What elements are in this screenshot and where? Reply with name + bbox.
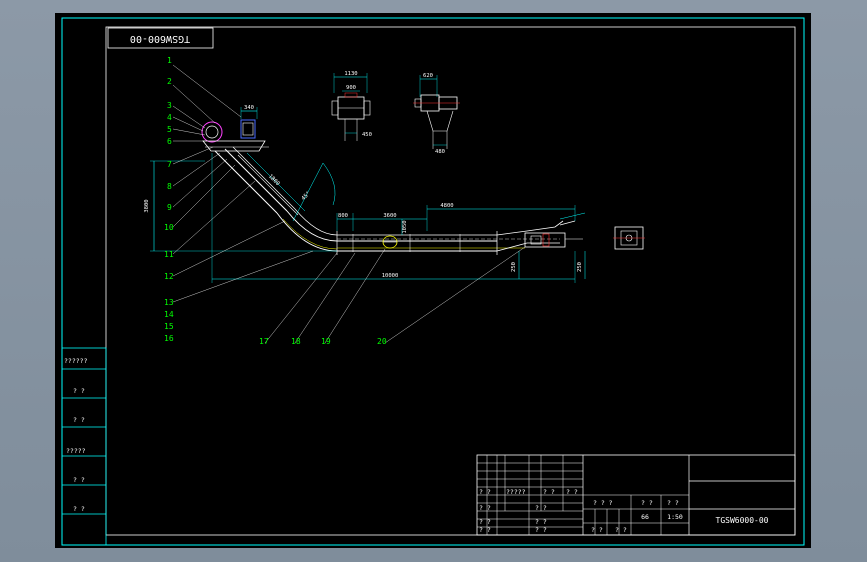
dimension-lines: 3800 340 1800 45° 800 3600 4800 1050 100… [144, 105, 586, 283]
part-label-17: 17 [259, 337, 269, 346]
part-label-18: 18 [291, 337, 301, 346]
dim-height: 3800 [144, 199, 150, 212]
tb-row-a-1: ? ? [479, 504, 491, 512]
part-label-13: 13 [164, 298, 174, 307]
drawing-code-rotated: TGSW600-00 [130, 33, 190, 44]
tb-drawing-code: TGSW6000-00 [716, 516, 769, 525]
part-label-7: 7 [167, 160, 172, 169]
tb-row-b-2: ? ? [535, 518, 547, 526]
part-label-20: 20 [377, 337, 387, 346]
dim-vert-2: 250 [577, 262, 583, 272]
dim-horiz-2: 3600 [383, 213, 396, 219]
tb-row-a-3: ? ? [479, 526, 491, 534]
left-panel-text-1: ?????? [64, 357, 88, 365]
part-label-3: 3 [167, 101, 172, 110]
dim-sec1-top: 1130 [344, 71, 357, 77]
dim-sec1-mid: 900 [346, 85, 356, 91]
dim-horiz-1: 800 [338, 213, 348, 219]
dim-sec1-side: 450 [362, 132, 372, 138]
dim-total-bottom: 10000 [382, 273, 399, 279]
dim-vert-1: 250 [511, 262, 517, 272]
part-label-1: 1 [167, 56, 172, 65]
tb-mid-label-1: ? ? ? [593, 499, 613, 507]
tb-row-b-3: ? ? [535, 526, 547, 534]
tb-row-label-4: ? ? [566, 488, 578, 496]
left-panel-text-5: ? ? [73, 476, 85, 484]
tb-scale-row-1: ? ? [591, 526, 603, 534]
inner-frame [105, 26, 796, 536]
tb-row-label-2: ????? [506, 488, 526, 496]
part-label-10: 10 [164, 223, 174, 232]
dim-angle: 45° [301, 191, 312, 202]
tb-mid-label-3: ? ? [667, 499, 679, 507]
part-label-9: 9 [167, 203, 172, 212]
left-panel-text-2: ? ? [73, 387, 85, 395]
drawing-sheet: TGSW600-00 ?????? ? ? ? ? ????? ? ? ? ? [55, 13, 811, 548]
part-label-5: 5 [167, 125, 172, 134]
part-label-16: 16 [164, 334, 174, 343]
outer-frame [61, 17, 805, 546]
part-label-19: 19 [321, 337, 331, 346]
tb-scale-row-2: ? ? [615, 526, 627, 534]
tb-mid-label-2: ? ? [641, 499, 653, 507]
part-label-4: 4 [167, 113, 172, 122]
part-label-8: 8 [167, 182, 172, 191]
left-panel-text-3: ? ? [73, 416, 85, 424]
part-labels: 1 2 3 4 5 6 7 8 9 10 11 12 13 14 15 16 1… [164, 56, 387, 346]
section-view-2: 620 480 [413, 73, 460, 155]
dim-sec2-top: 620 [423, 73, 433, 79]
section-view-1: 1130 900 450 [331, 71, 372, 141]
cad-drawing: TGSW600-00 ?????? ? ? ? ? ????? ? ? ? ? [61, 17, 805, 546]
part-label-6: 6 [167, 137, 172, 146]
dim-top-width: 340 [244, 105, 254, 111]
tb-row-label-3: ? ? [543, 488, 555, 496]
tb-scale: 1:50 [667, 513, 683, 521]
dim-incline: 1800 [267, 173, 281, 187]
tb-weight: 66 [641, 513, 649, 521]
tb-row-label-1: ? ? [479, 488, 491, 496]
tb-row-a-2: ? ? [479, 518, 491, 526]
leader-lines [172, 64, 526, 344]
dim-mid: 1050 [402, 220, 408, 233]
part-label-14: 14 [164, 310, 174, 319]
conveyor-elevation [201, 119, 645, 255]
dim-total-top: 4800 [440, 203, 453, 209]
tb-row-b-1: ? ? [535, 504, 547, 512]
part-label-12: 12 [164, 272, 174, 281]
dim-sec2-bot: 480 [435, 149, 445, 155]
part-label-2: 2 [167, 77, 172, 86]
left-panel-text-4: ????? [66, 447, 86, 455]
title-block: ? ? ????? ? ? ? ? ? ? ? ? ? ? ? ? ? ? ? … [476, 454, 796, 536]
part-label-11: 11 [164, 250, 174, 259]
left-panel: ?????? ? ? ? ? ????? ? ? ? ? [61, 347, 107, 546]
code-box [107, 27, 214, 49]
left-panel-text-6: ? ? [73, 505, 85, 513]
part-label-15: 15 [164, 322, 174, 331]
